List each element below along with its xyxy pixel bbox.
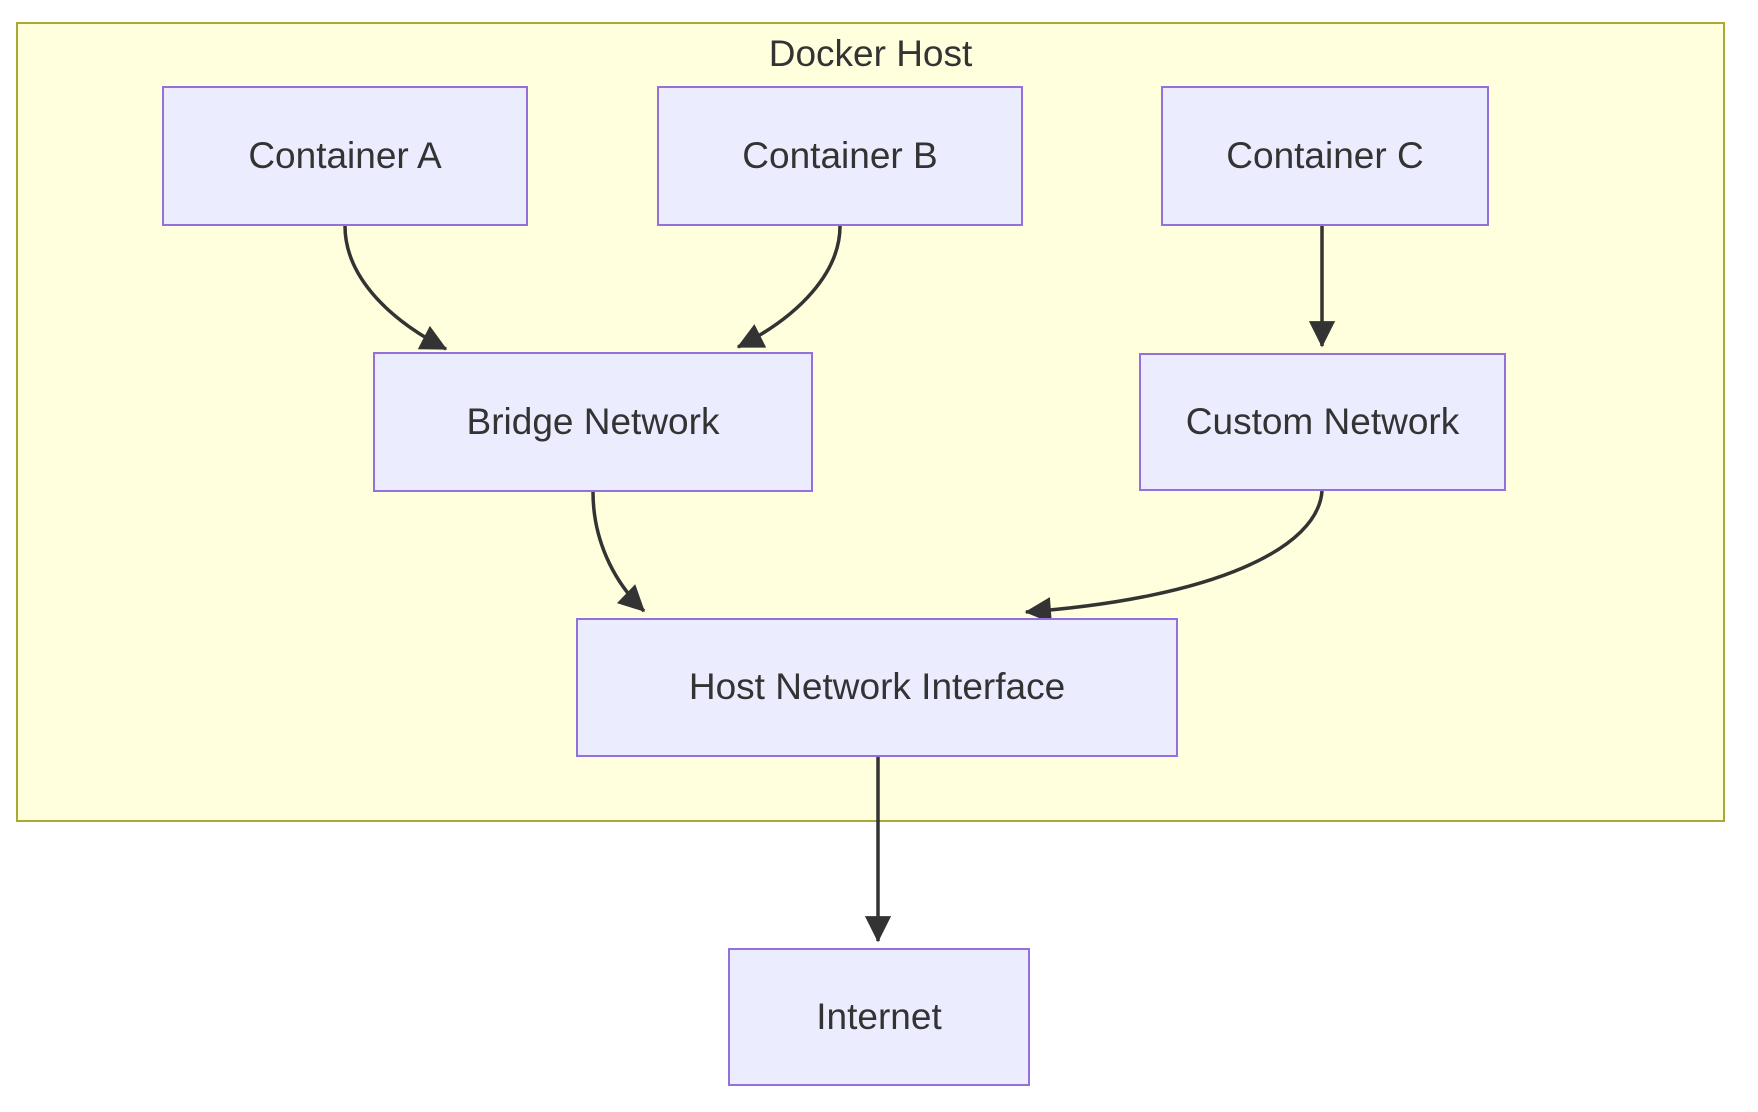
node-container-a-label: Container A (248, 134, 442, 176)
docker-host-cluster-label: Docker Host (768, 33, 973, 74)
node-host-network-interface-label: Host Network Interface (688, 666, 1066, 708)
node-internet: Internet (728, 948, 1030, 1086)
node-container-b: Container B (657, 86, 1023, 226)
node-custom-network-label: Custom Network (1185, 400, 1460, 442)
node-container-a: Container A (162, 86, 528, 226)
node-bridge-network: Bridge Network (373, 352, 813, 492)
node-custom-network: Custom Network (1139, 353, 1506, 491)
node-container-b-label: Container B (742, 134, 938, 176)
node-host-network-interface: Host Network Interface (576, 618, 1178, 757)
node-internet-label: Internet (816, 995, 942, 1037)
node-container-c-label: Container C (1226, 134, 1424, 176)
node-bridge-network-label: Bridge Network (466, 400, 720, 442)
node-container-c: Container C (1161, 86, 1489, 226)
